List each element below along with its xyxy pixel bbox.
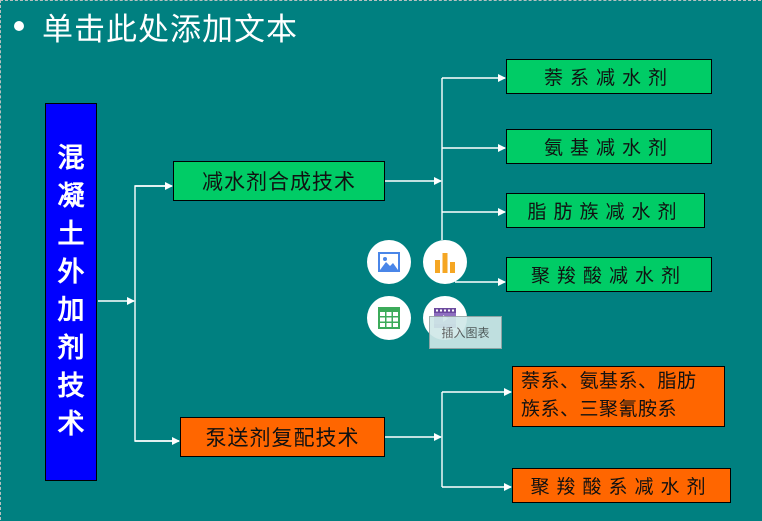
insert-chart-tooltip: 插入图表: [429, 316, 502, 349]
root-char: 混: [57, 143, 85, 174]
title-text: 单击此处添加文本: [42, 11, 298, 48]
root-node[interactable]: 混 凝 土 外 加 剂 技 术: [45, 103, 97, 481]
insert-chart-button[interactable]: [423, 240, 467, 284]
root-char: 土: [57, 219, 85, 250]
leaf-node[interactable]: 聚羧酸减水剂: [506, 257, 712, 292]
picture-icon: [378, 252, 400, 272]
leaf-label: 聚羧酸系减水剂: [530, 476, 713, 498]
root-char: 外: [57, 257, 85, 288]
leaf-node[interactable]: 脂肪族减水剂: [506, 193, 705, 228]
leaf-label: 氨基减水剂: [543, 137, 674, 159]
leaf-node[interactable]: 萘系、氨基系、脂肪 族系、三聚氰胺系: [512, 366, 725, 427]
bullet-icon: [14, 21, 24, 31]
leaf-node[interactable]: 聚羧酸系减水剂: [512, 468, 731, 503]
root-char: 技: [57, 371, 85, 402]
branch-label: 泵送剂复配技术: [205, 426, 360, 450]
leaf-node[interactable]: 萘系减水剂: [506, 59, 712, 94]
branch-node-pumping[interactable]: 泵送剂复配技术: [180, 417, 385, 457]
branch-label: 减水剂合成技术: [202, 170, 356, 194]
root-char: 凝: [57, 181, 85, 212]
leaf-label-line: 族系、三聚氰胺系: [521, 398, 678, 420]
insert-table-button[interactable]: [367, 296, 411, 340]
root-char: 术: [57, 409, 85, 440]
root-char: 加: [57, 295, 85, 326]
leaf-label: 萘系减水剂: [543, 67, 674, 89]
leaf-label: 聚羧酸减水剂: [530, 265, 687, 287]
insert-picture-button[interactable]: [367, 240, 411, 284]
leaf-node[interactable]: 氨基减水剂: [506, 129, 712, 164]
title-placeholder[interactable]: 单击此处添加文本: [8, 4, 298, 48]
bar-chart-icon: [435, 253, 455, 273]
table-icon: [378, 307, 400, 329]
root-char: 剂: [57, 333, 85, 364]
connector-split-root: [134, 185, 179, 442]
branch-node-synthesis[interactable]: 减水剂合成技术: [173, 161, 385, 201]
leaf-label-line: 萘系、氨基系、脂肪: [521, 370, 697, 392]
leaf-label: 脂肪族减水剂: [527, 201, 684, 223]
tooltip-text: 插入图表: [441, 326, 490, 340]
